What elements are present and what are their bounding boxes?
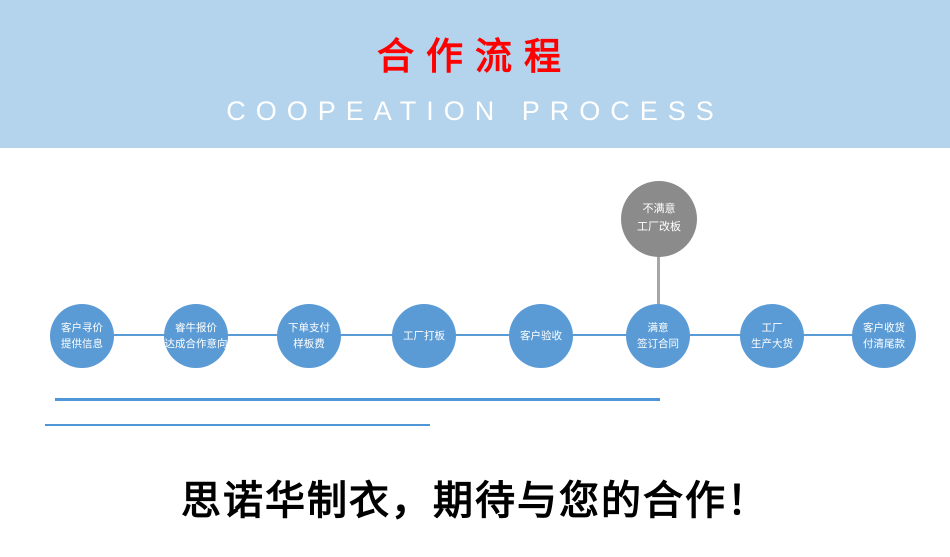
branch-connector-line xyxy=(657,255,660,307)
footer-slogan: 思诺华制衣，期待与您的合作！ xyxy=(181,479,769,523)
step-label-line2: 生产大货 xyxy=(751,338,793,350)
flow-step-sample-fee: 下单支付 样板费 xyxy=(277,304,341,368)
flow-step-customer-check: 客户验收 xyxy=(509,304,573,368)
step-label-line1: 客户验收 xyxy=(520,329,562,342)
step-label-line2: 付清尾款 xyxy=(863,338,905,350)
step-label-line1: 满意 xyxy=(647,321,669,334)
step-label-line2: 提供信息 xyxy=(61,338,103,350)
branch-label-line1: 不满意 xyxy=(642,203,676,216)
step-label-line2: 样板费 xyxy=(293,338,325,350)
banner-subtitle: COOPEATION PROCESS xyxy=(226,96,724,126)
step-label-line2: 签订合同 xyxy=(637,338,679,350)
step-label-line2: 达成合作意向 xyxy=(164,338,228,350)
flow-step-factory-sample: 工厂打板 xyxy=(392,304,456,368)
step-label-line1: 工厂打板 xyxy=(403,329,445,342)
step-label-line1: 下单支付 xyxy=(288,321,330,334)
flow-step-inquiry: 客户寻价 提供信息 xyxy=(50,304,114,368)
flow-connector-line xyxy=(82,334,884,336)
flow-step-sign-contract: 满意 签订合同 xyxy=(626,304,690,368)
flow-step-quote: 睿牛报价 达成合作意向 xyxy=(164,304,228,368)
decor-underline-long xyxy=(55,398,660,401)
decor-underline-short xyxy=(45,424,430,426)
step-label-line1: 睿牛报价 xyxy=(175,321,217,334)
header-banner: 合作流程 COOPEATION PROCESS xyxy=(0,0,950,148)
branch-node-rework: 不满意 工厂改板 xyxy=(621,181,697,257)
flow-step-final-payment: 客户收货 付清尾款 xyxy=(852,304,916,368)
banner-title: 合作流程 xyxy=(377,36,573,77)
step-label-line1: 客户收货 xyxy=(863,321,905,334)
step-label-line1: 工厂 xyxy=(761,321,783,334)
step-label-line1: 客户寻价 xyxy=(61,321,103,334)
flow-step-mass-production: 工厂 生产大货 xyxy=(740,304,804,368)
branch-label-line2: 工厂改板 xyxy=(637,221,681,233)
